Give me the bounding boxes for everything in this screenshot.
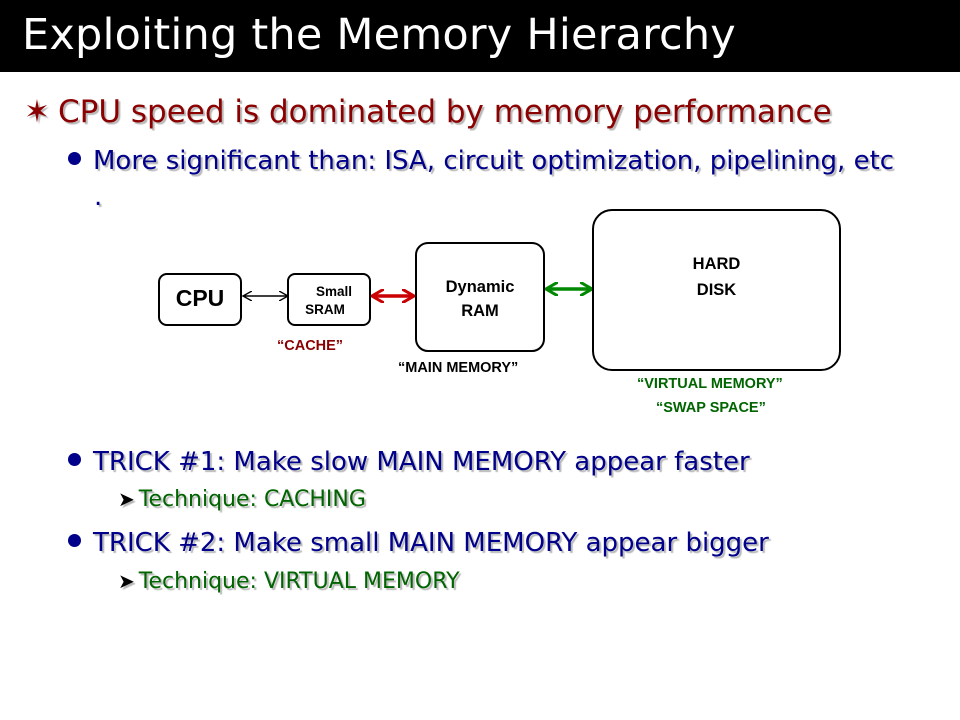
sram-label-line1: Small: [315, 284, 353, 299]
bullet-technique2: ➤Technique: VIRTUAL MEMORY: [118, 569, 460, 594]
cpu-box: CPU: [158, 273, 242, 326]
dot-bullet-icon: [68, 152, 81, 165]
arrow-bullet-icon: ➤: [118, 487, 135, 511]
bullet-technique1-text: Technique: CACHING: [138, 487, 366, 512]
arrow-bullet-icon: ➤: [118, 569, 135, 593]
disk-label-line2: DISK: [696, 281, 737, 299]
bullet-main-text: CPU speed is dominated by memory perform…: [57, 94, 832, 130]
cache-label: “CACHE”: [277, 338, 344, 354]
bullet-sub1-continuation: .: [94, 182, 103, 212]
virtual-memory-label: “VIRTUAL MEMORY”: [637, 376, 783, 392]
bullet-trick2-text: TRICK #2: Make small MAIN MEMORY appear …: [93, 528, 769, 558]
cpu-label: CPU: [175, 285, 225, 311]
main-memory-label: “MAIN MEMORY”: [398, 360, 519, 376]
disk-label-line1: HARD: [692, 255, 741, 273]
bullet-trick1-text: TRICK #1: Make slow MAIN MEMORY appear f…: [93, 447, 750, 477]
dot-bullet-icon: [68, 534, 81, 547]
dram-label-line1: Dynamic: [445, 278, 515, 296]
slide-title: Exploiting the Memory Hierarchy: [22, 10, 736, 60]
bullet-technique1: ➤Technique: CACHING: [118, 487, 366, 512]
dram-label-line2: RAM: [461, 302, 499, 320]
swap-space-label: “SWAP SPACE”: [656, 400, 766, 416]
title-bar: [0, 0, 960, 72]
bullet-main: ✶CPU speed is dominated by memory perfor…: [24, 94, 832, 130]
star-bullet-icon: ✶: [24, 94, 50, 130]
sram-box: Small SRAM: [287, 273, 371, 326]
bullet-trick1: TRICK #1: Make slow MAIN MEMORY appear f…: [68, 447, 750, 477]
bullet-sub1: More significant than: ISA, circuit opti…: [68, 146, 894, 176]
bullet-technique2-text: Technique: VIRTUAL MEMORY: [138, 569, 460, 594]
sram-label-line2: SRAM: [305, 302, 345, 317]
dram-box: Dynamic RAM: [415, 242, 545, 352]
bullet-trick2: TRICK #2: Make small MAIN MEMORY appear …: [68, 528, 769, 558]
bullet-sub1-text: More significant than: ISA, circuit opti…: [93, 146, 895, 176]
dot-bullet-icon: [68, 453, 81, 466]
disk-box: HARD DISK: [592, 209, 841, 371]
